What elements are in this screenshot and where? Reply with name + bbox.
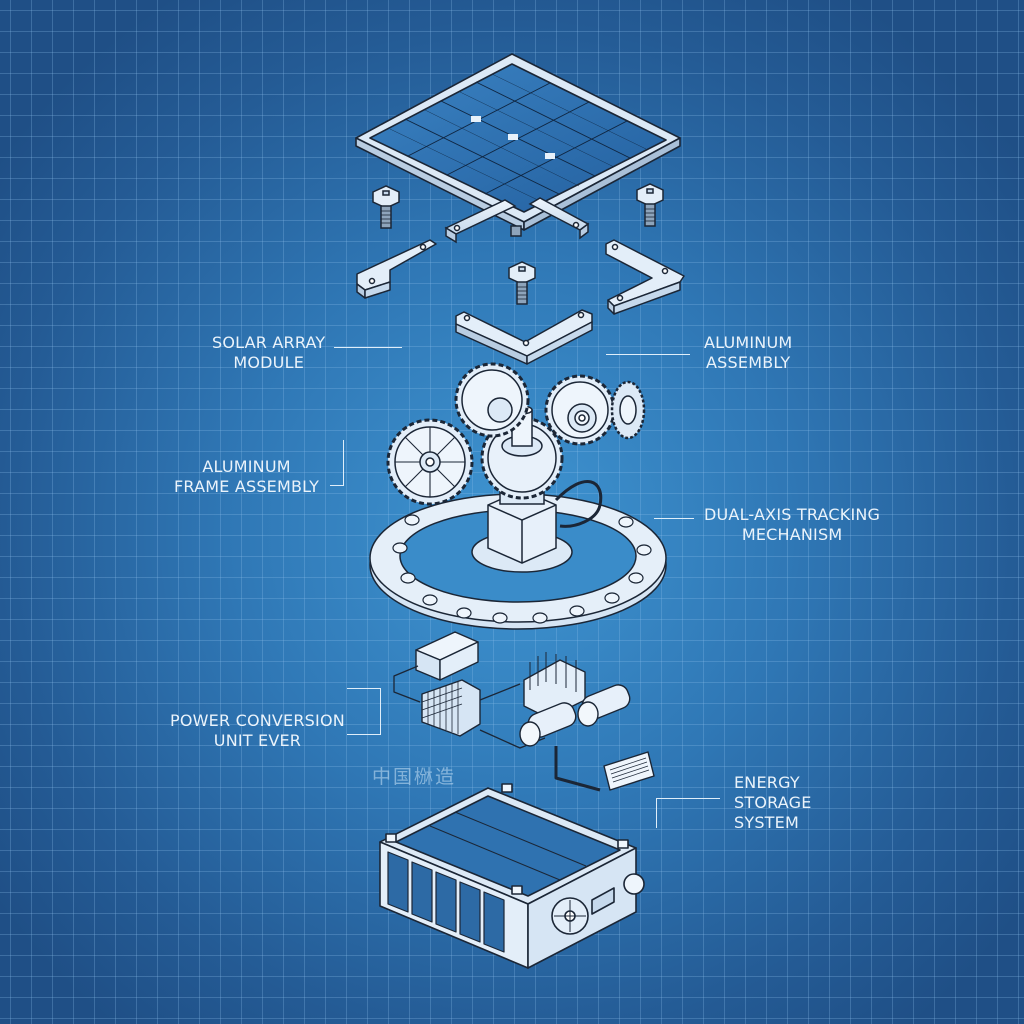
leader-energy-storage — [656, 798, 720, 828]
tracking-mechanism — [369, 362, 667, 630]
label-aluminum-frame-line2: FRAME ASSEMBLY — [174, 477, 320, 496]
panel-support — [444, 197, 590, 244]
label-solar-array-line2: MODULE — [233, 353, 305, 372]
leader-power-conversion — [347, 688, 381, 735]
hex-bolts — [372, 183, 664, 305]
label-tracking-line2: MECHANISM — [741, 525, 843, 544]
label-energy-storage-system: ENERGY STORAGE SYSTEM — [734, 773, 812, 833]
mounting-brackets — [356, 239, 685, 365]
label-aluminum-assembly-line2: ASSEMBLY — [706, 353, 791, 372]
label-solar-array-module: SOLAR ARRAY MODULE — [212, 333, 325, 373]
label-power-conversion-line2: UNIT EVER — [213, 731, 302, 750]
label-power-conversion-unit: POWER CONVERSION UNIT EVER — [170, 711, 345, 751]
label-dual-axis-tracking: DUAL-AXIS TRACKING MECHANISM — [704, 505, 880, 545]
power-conversion-unit — [393, 631, 655, 792]
leader-solar-array — [334, 347, 402, 348]
label-aluminum-assembly-line1: ALUMINUM — [704, 333, 793, 352]
label-energy-storage-line1: ENERGY — [734, 773, 800, 792]
label-aluminum-assembly: ALUMINUM ASSEMBLY — [704, 333, 792, 373]
label-tracking-line1: DUAL-AXIS TRACKING — [704, 505, 881, 524]
label-solar-array-line1: SOLAR ARRAY — [212, 333, 326, 352]
leader-aluminum-frame — [330, 440, 344, 486]
label-energy-storage-line3: SYSTEM — [734, 813, 799, 832]
leader-aluminum-assembly — [606, 354, 690, 355]
label-power-conversion-line1: POWER CONVERSION — [170, 711, 345, 730]
leader-tracking — [654, 518, 694, 519]
solar-panel — [355, 53, 681, 231]
battery-enclosure — [379, 783, 645, 969]
label-aluminum-frame-assembly: ALUMINUM FRAME ASSEMBLY — [174, 457, 319, 497]
label-aluminum-frame-line1: ALUMINUM — [202, 457, 291, 476]
label-energy-storage-line2: STORAGE — [734, 793, 812, 812]
watermark-text: 中国椕造 — [372, 766, 457, 788]
